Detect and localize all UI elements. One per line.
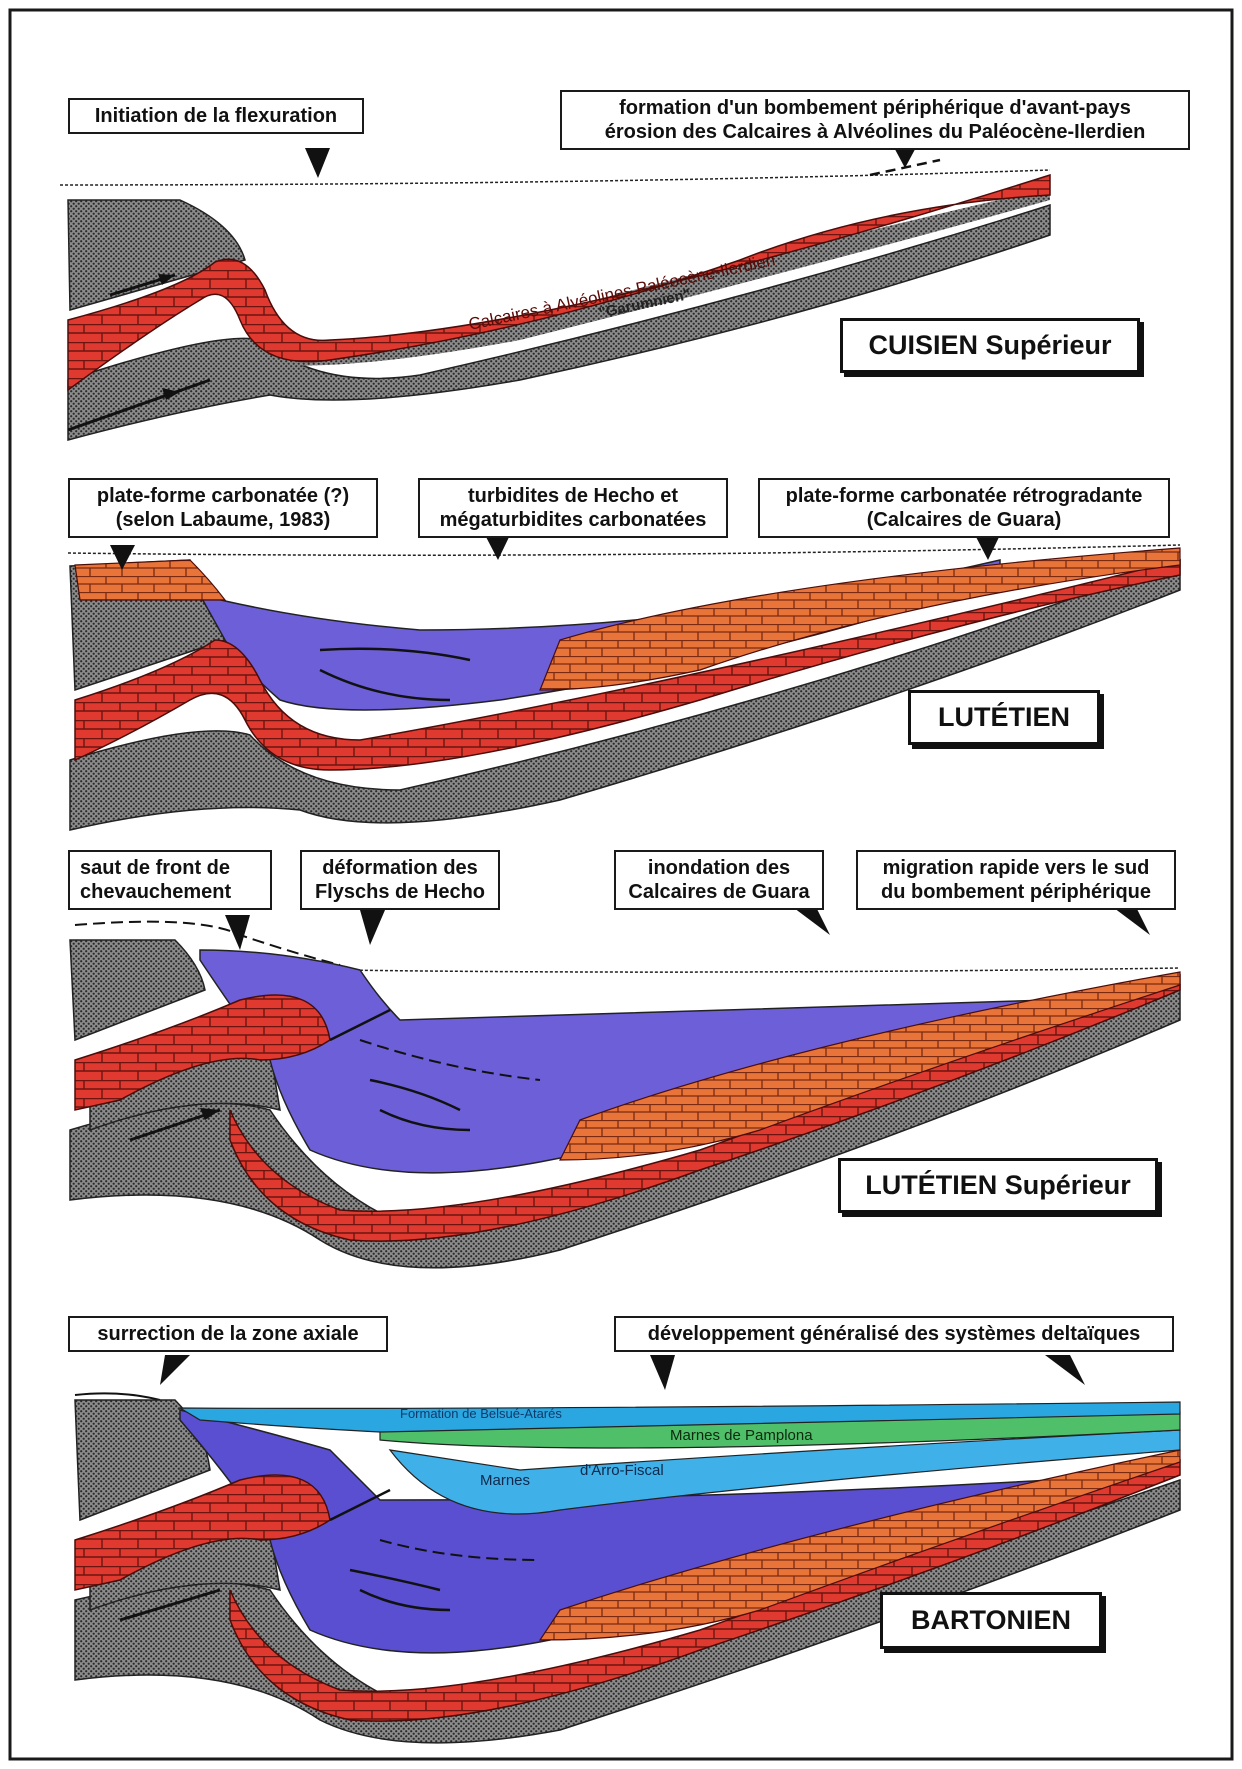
callout-pointer [1045,1355,1085,1385]
callout-pointer [975,535,1000,560]
stage-label-lutetien: LUTÉTIEN [908,690,1100,745]
erosion-surface [75,1393,160,1400]
stage-label-cuisien: CUISIEN Supérieur [840,318,1140,373]
callout-surrection-zone-axiale: surrection de la zone axiale [68,1316,388,1352]
callout-turbidites-hecho: turbidites de Hecho et mégaturbidites ca… [418,478,728,538]
callout-pointer [485,535,510,560]
panel-lutetien [68,535,1180,830]
callout-bombement-peripherique: formation d'un bombement périphérique d'… [560,90,1190,150]
sea-level-line [340,968,1180,972]
layer-label-pamplona: Marnes de Pamplona [670,1427,813,1444]
callout-migration-rapide: migration rapide vers le sud du bombemen… [856,850,1176,910]
sea-level-line [60,170,1050,185]
stage-label-bartonien: BARTONIEN [880,1592,1102,1649]
callout-plate-forme-retrogradante: plate-forme carbonatée rétrogradante (Ca… [758,478,1170,538]
callout-saut-front-chevauchement: saut de front de chevauchement [68,850,272,910]
layer-label-arro-fiscal: d'Arro-Fiscal [580,1462,664,1479]
callout-pointer [650,1355,675,1390]
callout-plate-forme-labaume: plate-forme carbonatée (?) (selon Labaum… [68,478,378,538]
panel-lutetien-superieur [70,905,1180,1268]
layer-label-marnes: Marnes [480,1472,530,1489]
carbonate-platform-left [75,560,225,600]
callout-deformation-flyschs: déformation des Flyschs de Hecho [300,850,500,910]
layer-label-belsue: Formation de Belsué-Atarés [400,1406,562,1421]
callout-developpement-deltaiques: développement généralisé des systèmes de… [614,1316,1174,1352]
panel-cuisien: Calcaires à Alvéolines Paléocène-Ilerdie… [60,140,1050,440]
callout-pointer [160,1355,190,1385]
callout-pointer [360,910,385,945]
callout-initiation-flexuration: Initiation de la flexuration [68,98,364,134]
callout-pointer [225,915,250,950]
stage-label-lutetien-superieur: LUTÉTIEN Supérieur [838,1158,1158,1213]
sea-level-line [68,545,1180,555]
panel-bartonien: Formation de Belsué-Atarés Marnes de Pam… [75,1355,1180,1743]
callout-inondation-guara: inondation des Calcaires de Guara [614,850,824,910]
callout-pointer [305,148,330,178]
